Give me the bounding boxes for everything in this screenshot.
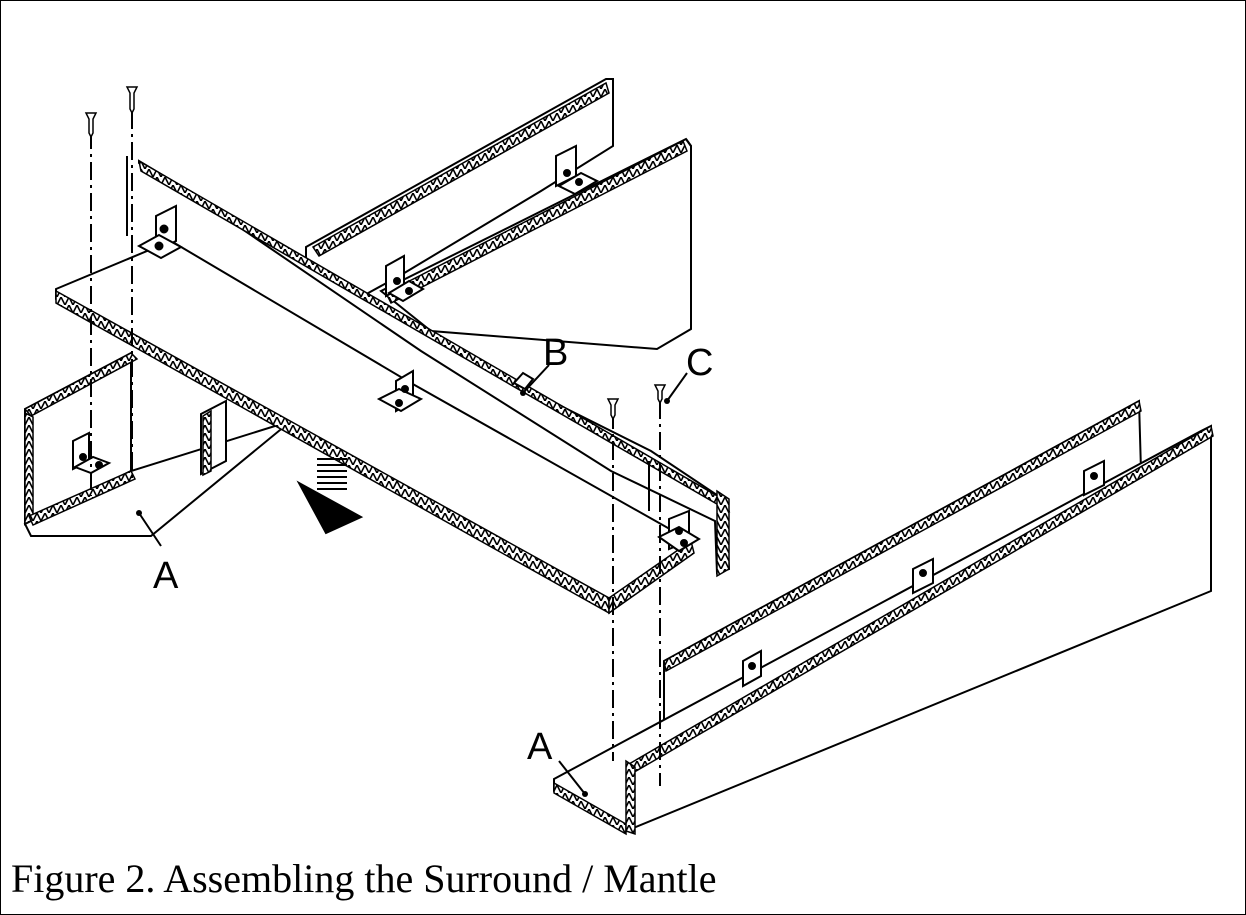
direction-arrow-icon [296, 458, 364, 535]
screw-icon [653, 384, 667, 405]
callout-a-left-label: A [153, 555, 179, 597]
bracket-board-left [136, 204, 184, 260]
screw-icon [606, 398, 620, 421]
bracket-right-1 [742, 649, 762, 688]
screw-guides [90, 111, 661, 786]
left-leg-frame [23, 351, 292, 537]
callout-c: C [664, 342, 713, 404]
bracket-right-3 [1083, 459, 1105, 497]
bracket-upper-left [385, 254, 425, 303]
callout-b-label: B [543, 332, 568, 374]
bracket-board-middle [376, 369, 424, 413]
figure-caption: Figure 2. Assembling the Surround / Mant… [11, 856, 717, 901]
screw-icon [125, 86, 139, 115]
right-leg-frame [553, 399, 1214, 836]
bracket-upper-right [555, 144, 600, 196]
callout-a-left: A [136, 510, 179, 597]
bracket-right-2 [912, 557, 934, 595]
mantle-top-board [55, 159, 731, 615]
bracket-board-right [657, 509, 701, 553]
callout-b: B [520, 332, 568, 396]
assembly-drawing: A B C A [23, 78, 1214, 836]
callout-c-label: C [686, 342, 713, 384]
screw-icon [84, 112, 98, 139]
callout-a-right-label: A [527, 726, 553, 768]
bracket-left-leg [72, 431, 112, 475]
callout-a-right: A [527, 726, 588, 797]
screws [84, 86, 667, 421]
upper-back-frame [305, 78, 692, 351]
